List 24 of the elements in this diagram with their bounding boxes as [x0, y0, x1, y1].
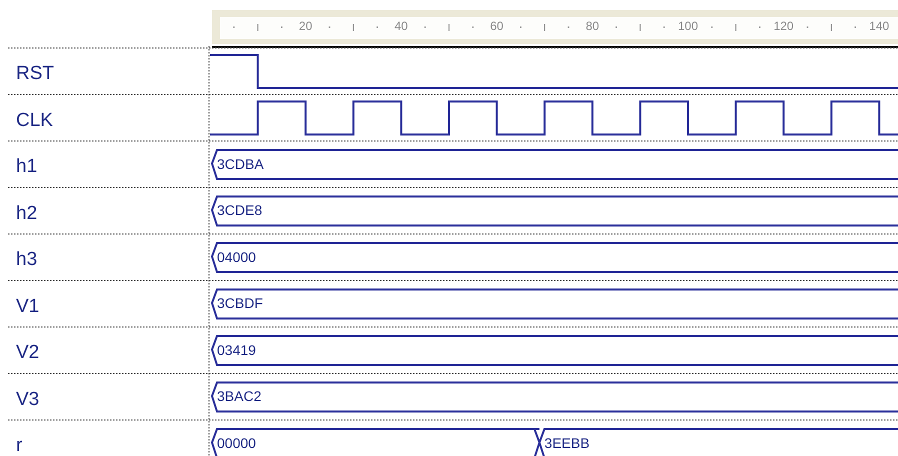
signal-name: V3 [16, 390, 40, 408]
bus-value: 04000 [217, 250, 256, 264]
signal-name: h3 [16, 250, 38, 269]
signal-name: V2 [16, 343, 40, 362]
bus-value: 3CDBA [217, 156, 264, 170]
bus-value: 3BAC2 [217, 389, 262, 403]
signal-name: h1 [16, 157, 38, 176]
ruler-tick-label: 60 [490, 20, 504, 32]
signal-name: V1 [16, 296, 40, 316]
ruler-tick-label: 80 [586, 20, 600, 32]
ruler-tick-label: 140 [869, 20, 890, 32]
signal-name: h2 [16, 204, 38, 222]
ruler-tick-label: 100 [678, 20, 698, 32]
bus-value: 3CBDF [217, 296, 263, 310]
ruler-tick-label: 20 [298, 20, 312, 32]
ruler-tick-label: 120 [774, 20, 794, 32]
bus-value: 00000 [217, 436, 256, 450]
ruler-tick-label: 40 [394, 20, 408, 32]
bus-value: 03419 [217, 342, 256, 356]
signal-name: r [16, 436, 22, 455]
signal-name: CLK [16, 110, 53, 130]
bus-value: 3CDE8 [217, 203, 262, 217]
signal-name: RST [16, 64, 54, 83]
bus-value: 3EEBB [544, 436, 590, 450]
